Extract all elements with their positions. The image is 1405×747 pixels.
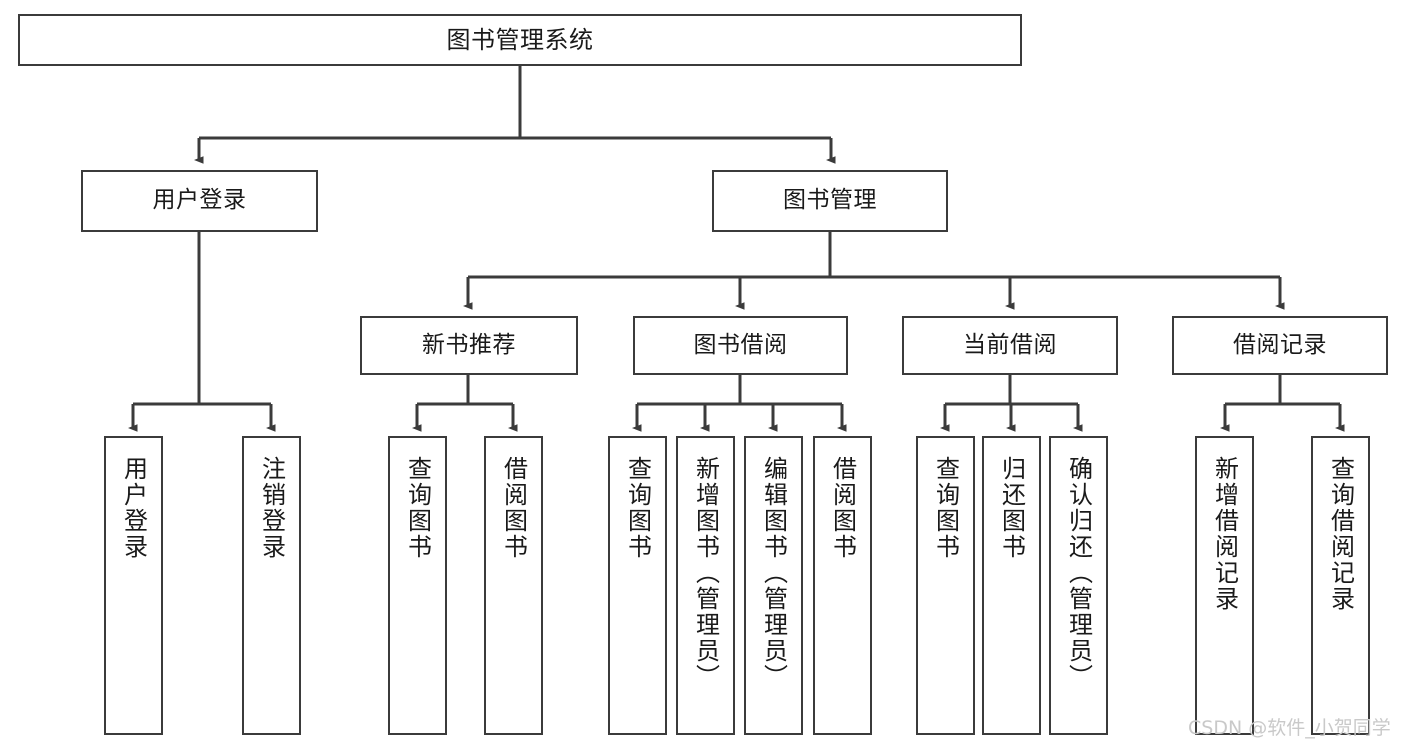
node-label: 新增借阅记录 [1210,456,1239,612]
leaf-borrow-book[interactable]: 借阅图书 [813,436,872,735]
leaf-edit-book-admin[interactable]: 编辑图书（管理员） [744,436,803,735]
leaf-query-book-recommend[interactable]: 查询图书 [388,436,447,735]
node-label: 查询图书 [403,456,432,560]
node-label: 查询图书 [931,456,960,560]
node-label: 图书管理系统 [446,25,594,54]
node-label: 新书推荐 [422,331,516,358]
leaf-confirm-return-admin[interactable]: 确认归还（管理员） [1049,436,1108,735]
node-label: 图书管理 [783,187,877,214]
node-label: 编辑图书（管理员） [759,456,788,690]
node-label: 确认归还（管理员） [1064,456,1093,690]
node-book-borrow[interactable]: 图书借阅 [633,316,848,375]
leaf-add-borrow-record[interactable]: 新增借阅记录 [1195,436,1254,735]
leaf-return-book[interactable]: 归还图书 [982,436,1041,735]
node-label: 查询借阅记录 [1326,456,1355,612]
node-label: 注销登录 [257,456,286,560]
node-borrow-record[interactable]: 借阅记录 [1172,316,1388,375]
node-label: 归还图书 [997,456,1026,560]
node-label: 图书借阅 [693,331,788,358]
node-label: 借阅记录 [1233,331,1327,358]
leaf-logout[interactable]: 注销登录 [242,436,301,735]
leaf-query-book-borrow[interactable]: 查询图书 [608,436,667,735]
node-label: 查询图书 [623,456,652,560]
node-label: 用户登录 [152,187,247,214]
leaf-add-book-admin[interactable]: 新增图书（管理员） [676,436,735,735]
node-label: 借阅图书 [828,456,857,560]
node-root-system[interactable]: 图书管理系统 [18,14,1022,66]
node-label: 当前借阅 [963,331,1057,358]
leaf-user-login[interactable]: 用户登录 [104,436,163,735]
node-new-book-recommend[interactable]: 新书推荐 [360,316,578,375]
leaf-query-book-current[interactable]: 查询图书 [916,436,975,735]
node-book-management[interactable]: 图书管理 [712,170,948,232]
node-current-borrow[interactable]: 当前借阅 [902,316,1118,375]
node-label: 借阅图书 [499,456,528,560]
leaf-borrow-book-recommend[interactable]: 借阅图书 [484,436,543,735]
node-label: 用户登录 [119,456,148,560]
leaf-query-borrow-record[interactable]: 查询借阅记录 [1311,436,1370,735]
node-user-login[interactable]: 用户登录 [81,170,318,232]
node-label: 新增图书（管理员） [691,456,720,690]
